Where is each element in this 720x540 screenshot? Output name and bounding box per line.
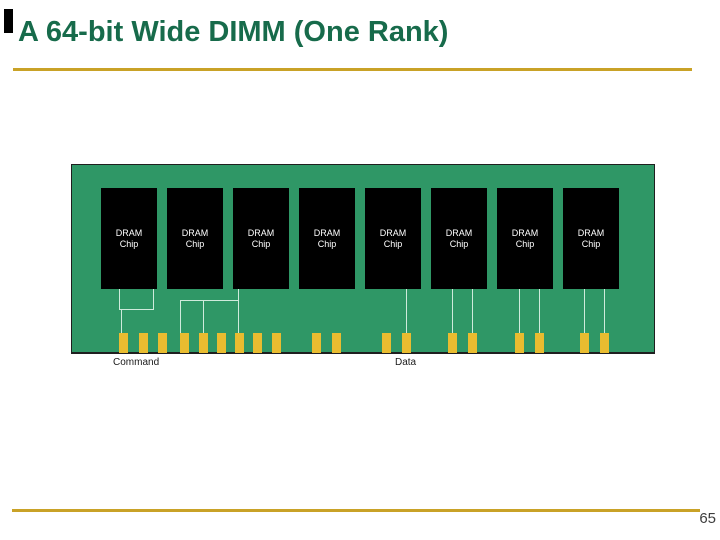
dimm-pin bbox=[332, 333, 341, 353]
data-label: Data bbox=[395, 357, 417, 368]
dimm-pin bbox=[515, 333, 524, 353]
dimm-pin bbox=[253, 333, 262, 353]
chip-label-line2: Chip bbox=[317, 238, 337, 249]
chip-label-line1: DRAM bbox=[313, 227, 341, 238]
wire-trace bbox=[452, 289, 453, 333]
footer-rule bbox=[12, 509, 700, 512]
dimm-pin bbox=[402, 333, 411, 353]
chip-label-line2: Chip bbox=[449, 238, 469, 249]
chip-label-line1: DRAM bbox=[247, 227, 275, 238]
chip-label-line2: Chip bbox=[515, 238, 535, 249]
chip-label-line1: DRAM bbox=[379, 227, 407, 238]
chip-label-line2: Chip bbox=[251, 238, 271, 249]
wire-trace bbox=[539, 289, 540, 333]
command-label: Command bbox=[113, 357, 160, 368]
dimm-pin bbox=[180, 333, 189, 353]
wire-trace bbox=[153, 289, 154, 310]
wire-trace bbox=[238, 289, 239, 333]
wire-trace bbox=[203, 300, 204, 333]
chip-label-line2: Chip bbox=[119, 238, 139, 249]
dimm-pin bbox=[217, 333, 226, 353]
wire-trace bbox=[180, 300, 239, 301]
dimm-pin bbox=[580, 333, 589, 353]
chip-label-line1: DRAM bbox=[511, 227, 539, 238]
slide-title: A 64-bit Wide DIMM (One Rank) bbox=[18, 16, 449, 48]
dimm-pin bbox=[535, 333, 544, 353]
dimm-pin bbox=[139, 333, 148, 353]
wire-trace bbox=[119, 289, 120, 310]
dimm-pin bbox=[119, 333, 128, 353]
dimm-pin bbox=[600, 333, 609, 353]
chip-label-line1: DRAM bbox=[115, 227, 143, 238]
dimm-pin bbox=[235, 333, 244, 353]
wire-trace bbox=[406, 289, 407, 333]
chip-label-line1: DRAM bbox=[181, 227, 209, 238]
wire-trace bbox=[121, 309, 122, 333]
dimm-pin bbox=[312, 333, 321, 353]
dimm-pin bbox=[272, 333, 281, 353]
chip-label-line2: Chip bbox=[185, 238, 205, 249]
dimm-pin bbox=[468, 333, 477, 353]
dimm-pin bbox=[158, 333, 167, 353]
dimm-pin bbox=[199, 333, 208, 353]
title-rule bbox=[13, 68, 692, 71]
wire-trace bbox=[584, 289, 585, 333]
dimm-pin bbox=[382, 333, 391, 353]
wire-trace bbox=[604, 289, 605, 333]
title-marker bbox=[4, 9, 13, 33]
dimm-pin bbox=[448, 333, 457, 353]
page-number: 65 bbox=[699, 510, 716, 527]
wire-trace bbox=[472, 289, 473, 333]
wire-trace bbox=[519, 289, 520, 333]
chip-label-line2: Chip bbox=[383, 238, 403, 249]
chip-label-line1: DRAM bbox=[445, 227, 473, 238]
chip-label-line2: Chip bbox=[581, 238, 601, 249]
wire-trace bbox=[180, 300, 181, 333]
wire-trace bbox=[119, 309, 154, 310]
chip-label-line1: DRAM bbox=[577, 227, 605, 238]
